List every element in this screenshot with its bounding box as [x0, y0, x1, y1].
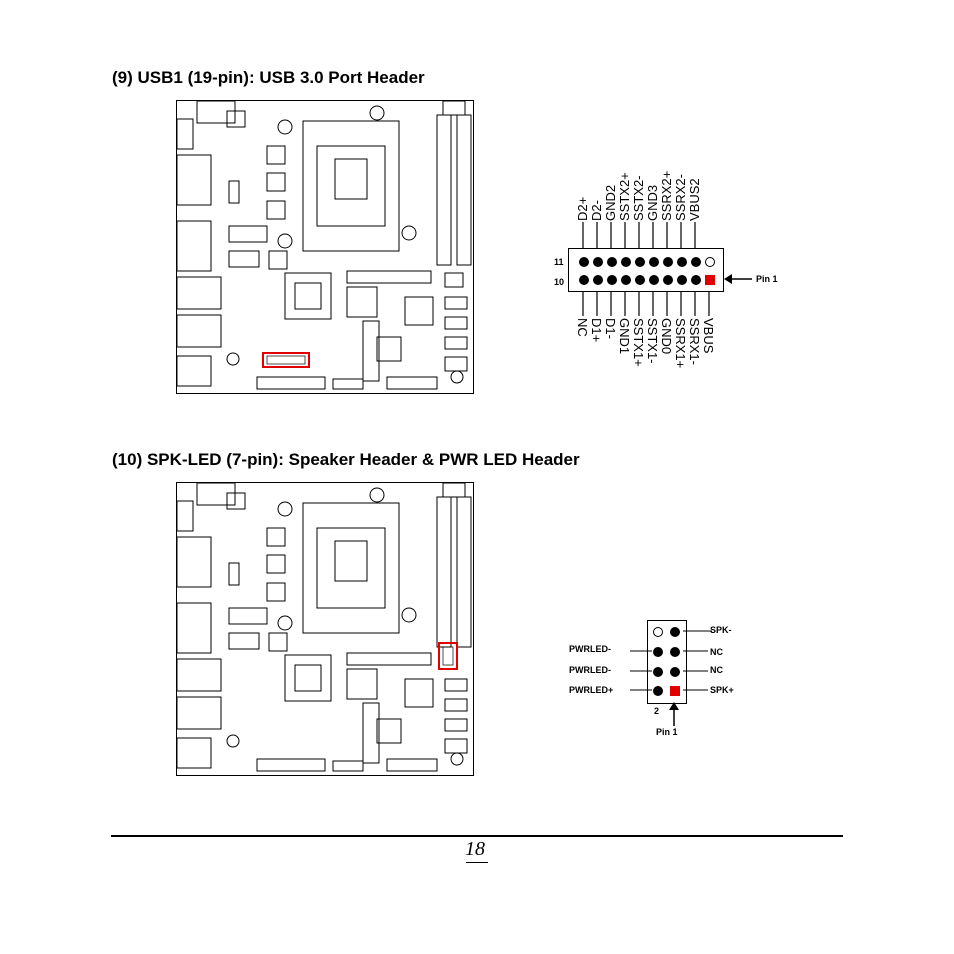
pin [653, 647, 663, 657]
usb-pin-label: GND2 [603, 184, 618, 221]
usb-pin-label: SSTX1- [645, 318, 660, 364]
pin [663, 275, 673, 285]
usb-pin-label: SSRX1- [687, 318, 702, 365]
usb-pin-label: SSTX2+ [617, 172, 632, 221]
usb-pin-label: GND3 [645, 184, 660, 221]
section-9-heading: (9) USB1 (19-pin): USB 3.0 Port Header [112, 68, 425, 87]
pin [653, 667, 663, 677]
pin [677, 275, 687, 285]
section-10-heading: (10) SPK-LED (7-pin): Speaker Header & P… [112, 450, 580, 469]
pin-open [705, 257, 715, 267]
pin [677, 257, 687, 267]
usb-pin-label: VBUS2 [687, 178, 702, 221]
row-label-11: 11 [554, 257, 564, 267]
spk-pin-label-right: NC [710, 647, 723, 657]
pin [649, 275, 659, 285]
spk-led-pin-diagram [647, 620, 687, 704]
pin [653, 686, 663, 696]
usb-pin-label: D2+ [575, 196, 590, 221]
motherboard-diagram-spk [176, 482, 474, 776]
board-layout-graphic [177, 101, 472, 390]
pin [635, 257, 645, 267]
arrow-left-icon [724, 274, 752, 284]
spk-pin-label-right: NC [710, 665, 723, 675]
pin [663, 257, 673, 267]
spk-pin-label-right: SPK+ [710, 685, 734, 695]
pin [607, 257, 617, 267]
usb-pin-diagram [568, 248, 724, 292]
spk-led-header-highlight [438, 642, 458, 670]
usb-pin-label: SSTX2- [631, 175, 646, 221]
footer-rule [111, 835, 843, 837]
pin [670, 647, 680, 657]
usb-pin-label: D2- [589, 200, 604, 221]
usb-pin-label: NC [575, 318, 590, 337]
row-label-10: 10 [554, 277, 565, 287]
pin [691, 257, 701, 267]
usb-pin-label: SSRX1+ [673, 318, 688, 369]
pin [607, 275, 617, 285]
pin [670, 627, 680, 637]
pin [670, 667, 680, 677]
pin [691, 275, 701, 285]
page-number-underline [466, 862, 488, 863]
pin1-label: Pin 1 [656, 727, 678, 737]
usb-pin-label: D1- [603, 318, 618, 339]
spk-led-leader-lines [630, 630, 712, 691]
pin [649, 257, 659, 267]
col-label-2: 2 [654, 706, 660, 716]
usb-pin-label: GND1 [617, 318, 632, 355]
usb-pin-label: VBUS [701, 318, 716, 354]
page-number: 18 [465, 838, 485, 860]
usb-pin-label: SSRX2+ [659, 170, 674, 221]
motherboard-diagram-usb [176, 100, 474, 394]
pin [621, 257, 631, 267]
pin [635, 275, 645, 285]
pin [579, 257, 589, 267]
spk-pin-label-left: PWRLED+ [569, 685, 614, 695]
pin1-label: Pin 1 [756, 274, 778, 284]
pin [579, 275, 589, 285]
pin-open [653, 627, 663, 637]
usb1-header-highlight [262, 352, 310, 368]
board-layout-graphic [177, 483, 472, 772]
usb-pin-label: GND0 [659, 318, 674, 355]
usb-pin-label: SSTX1+ [631, 318, 646, 367]
spk-pin-label-right: SPK- [710, 625, 732, 635]
spk-pin-label-left: PWRLED- [569, 665, 611, 675]
pin [593, 257, 603, 267]
pin-1-square [705, 275, 715, 285]
arrow-up-icon [669, 702, 679, 726]
usb-pin-label: SSRX2- [673, 174, 688, 221]
pin [593, 275, 603, 285]
usb-pin-leader-lines [582, 222, 710, 316]
pin-1-square [670, 686, 680, 696]
pin [621, 275, 631, 285]
spk-pin-label-left: PWRLED- [569, 644, 611, 654]
usb-pin-label: D1+ [589, 318, 604, 343]
